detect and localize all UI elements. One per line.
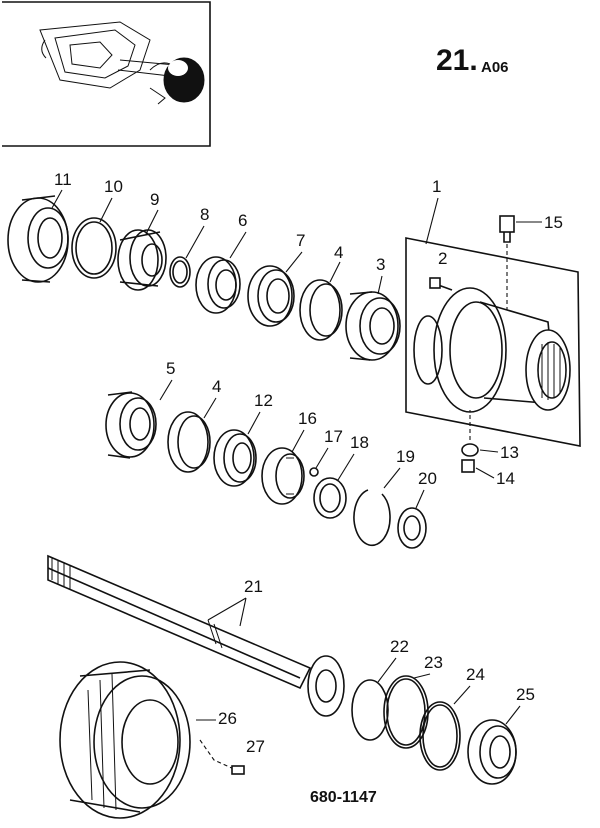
callout-4-lower: 4 xyxy=(212,377,221,396)
part-27-bolt xyxy=(199,739,245,775)
part-3-bearing xyxy=(345,291,401,361)
part-22-retainer xyxy=(351,679,389,741)
part-16-nut xyxy=(261,447,305,505)
callout-6: 6 xyxy=(238,211,247,230)
part-20-lock-nut xyxy=(397,507,427,549)
part-26-brake-drum xyxy=(59,661,191,819)
part-1-wheel-hub xyxy=(405,237,581,447)
callout-5: 5 xyxy=(166,359,175,378)
callout-4-upper: 4 xyxy=(334,243,343,262)
callout-21: 21 xyxy=(244,577,263,596)
callout-12: 12 xyxy=(254,391,273,410)
part-6-seal xyxy=(195,256,241,314)
callout-19: 19 xyxy=(396,447,415,466)
part-23-ring xyxy=(383,675,429,749)
callout-14: 14 xyxy=(496,469,515,488)
part-13-washer xyxy=(461,443,479,457)
callout-1: 1 xyxy=(432,177,441,196)
part-12-seal xyxy=(213,429,257,487)
callouts: 11 10 9 8 6 7 4 3 1 2 15 13 14 5 4 12 16… xyxy=(51,170,563,756)
part-2-stud xyxy=(429,277,453,291)
group-code-suffix: A06 xyxy=(481,59,509,76)
part-24-ring xyxy=(419,701,461,771)
part-9-seal xyxy=(117,229,167,291)
part-14-bolt xyxy=(461,410,475,473)
part-17-pin xyxy=(309,467,319,477)
drawing-reference: 680-1147 xyxy=(310,789,377,806)
callout-7: 7 xyxy=(296,231,305,250)
callout-13: 13 xyxy=(500,443,519,462)
callout-2: 2 xyxy=(438,249,447,268)
hub-frame xyxy=(405,237,581,447)
callout-15: 15 xyxy=(544,213,563,232)
callout-18: 18 xyxy=(350,433,369,452)
group-code: 21. A06 xyxy=(436,44,509,77)
callout-24: 24 xyxy=(466,665,485,684)
locator-inset xyxy=(2,1,211,147)
callout-3: 3 xyxy=(376,255,385,274)
part-4-race-upper xyxy=(299,279,343,341)
callout-20: 20 xyxy=(418,469,437,488)
group-code-number: 21. xyxy=(436,44,478,77)
part-5-bearing xyxy=(105,391,157,459)
part-19-snap-ring xyxy=(353,489,391,547)
callout-22: 22 xyxy=(390,637,409,656)
callout-16: 16 xyxy=(298,409,317,428)
callout-27: 27 xyxy=(246,737,265,756)
callout-17: 17 xyxy=(324,427,343,446)
part-4-race-lower xyxy=(167,411,211,473)
part-7-bearing-cup xyxy=(247,265,295,327)
part-21-axle-shaft xyxy=(47,554,345,717)
part-8-ring xyxy=(169,256,191,288)
callout-26: 26 xyxy=(218,709,237,728)
part-11-seal-cover xyxy=(7,195,69,283)
part-15-nipple xyxy=(499,215,515,310)
callout-23: 23 xyxy=(424,653,443,672)
axle-locator-sketch xyxy=(39,21,205,105)
part-10-o-ring xyxy=(71,217,117,279)
part-18-lock-washer xyxy=(313,477,347,519)
callout-11: 11 xyxy=(54,170,72,189)
part-25-seal xyxy=(467,719,517,785)
axle-spline-gear xyxy=(307,655,345,717)
callout-25: 25 xyxy=(516,685,535,704)
callout-8: 8 xyxy=(200,205,209,224)
callout-10: 10 xyxy=(104,177,123,196)
callout-9: 9 xyxy=(150,190,159,209)
